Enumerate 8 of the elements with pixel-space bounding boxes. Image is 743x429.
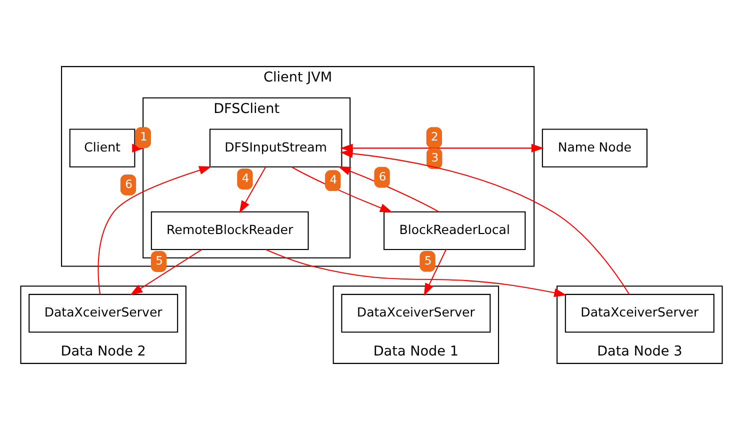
- edge-label: 4: [330, 172, 338, 186]
- edge-label: 2: [431, 129, 438, 144]
- edge-label: 1: [140, 129, 148, 144]
- edge-label: 6: [378, 168, 386, 183]
- edge-label: 4: [242, 170, 250, 184]
- edge-label: 6: [125, 176, 132, 190]
- edge-label: 3: [431, 150, 439, 164]
- edge-label: 5: [424, 252, 432, 267]
